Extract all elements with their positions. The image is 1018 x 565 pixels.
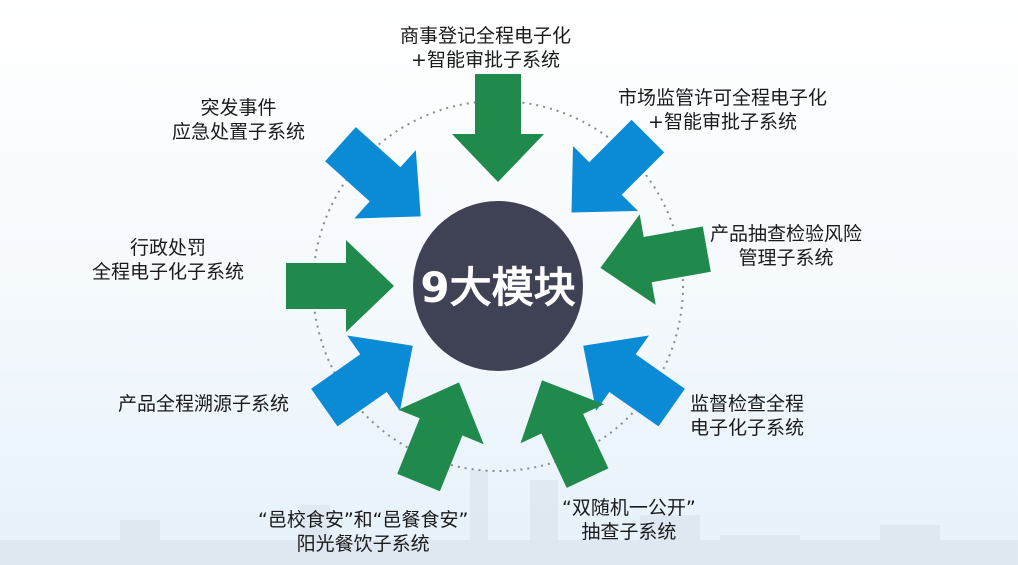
module-label-food-safety: “邑校食安”和“邑餐食安” 阳光餐饮子系统 [258, 509, 469, 555]
arrow-food-safety [397, 382, 484, 492]
arrow-product-inspection [600, 214, 711, 305]
center-label: 9大模块 [420, 263, 575, 312]
module-label-emergency-response: 突发事件 应急处置子系统 [172, 97, 306, 143]
module-label-market-license: 市场监管许可全程电子化 +智能审批子系统 [618, 87, 828, 133]
module-label-supervision-check: 监督检查全程 电子化子系统 [690, 393, 805, 439]
arrow-supervision-check [583, 335, 685, 427]
module-label-double-random: “双随机一公开” 抽查子系统 [562, 497, 696, 543]
arrow-market-license [571, 119, 665, 213]
module-label-product-inspection: 产品抽查检验风险 管理子系统 [710, 223, 863, 269]
module-label-business-registration: 商事登记全程电子化 +智能审批子系统 [400, 25, 572, 71]
arrow-emergency-response [325, 127, 421, 219]
arrow-administrative-penalty [286, 240, 394, 332]
arrow-product-traceability [311, 335, 413, 427]
module-label-product-traceability: 产品全程溯源子系统 [118, 393, 290, 415]
module-label-administrative-penalty: 行政处罚 全程电子化子系统 [92, 237, 245, 283]
arrow-double-random [520, 380, 609, 488]
arrows-group [286, 74, 711, 492]
arrow-business-registration [452, 74, 544, 182]
center-circle [413, 201, 583, 371]
dotted-ring [312, 100, 684, 472]
skyline-decoration [0, 470, 1018, 565]
